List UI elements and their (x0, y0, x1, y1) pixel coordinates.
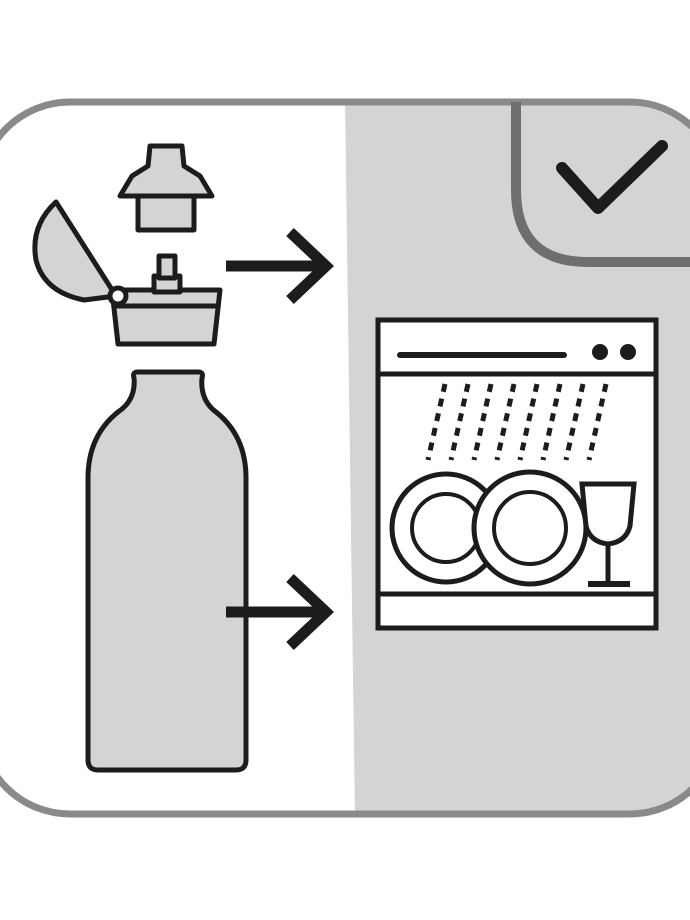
flip-lid (32, 199, 119, 303)
arrow-cap-to-dishwasher (226, 228, 335, 304)
arrow-bottle-to-dishwasher (226, 574, 335, 650)
badge-border (511, 102, 690, 267)
hinge (107, 285, 129, 307)
plate-icon (471, 469, 589, 587)
bottle-cap-icon (32, 143, 223, 347)
check-badge (511, 102, 690, 267)
check-icon (556, 140, 668, 214)
control-knob (620, 344, 636, 360)
mouthpiece-stem (135, 193, 197, 233)
control-knob (592, 344, 608, 360)
water-spray (425, 383, 609, 461)
dishwasher-icon (375, 317, 659, 631)
panel-border (0, 98, 690, 818)
bottle-icon (85, 369, 249, 773)
mouthpiece-icon (117, 143, 215, 199)
wine-glass-icon (579, 481, 637, 587)
